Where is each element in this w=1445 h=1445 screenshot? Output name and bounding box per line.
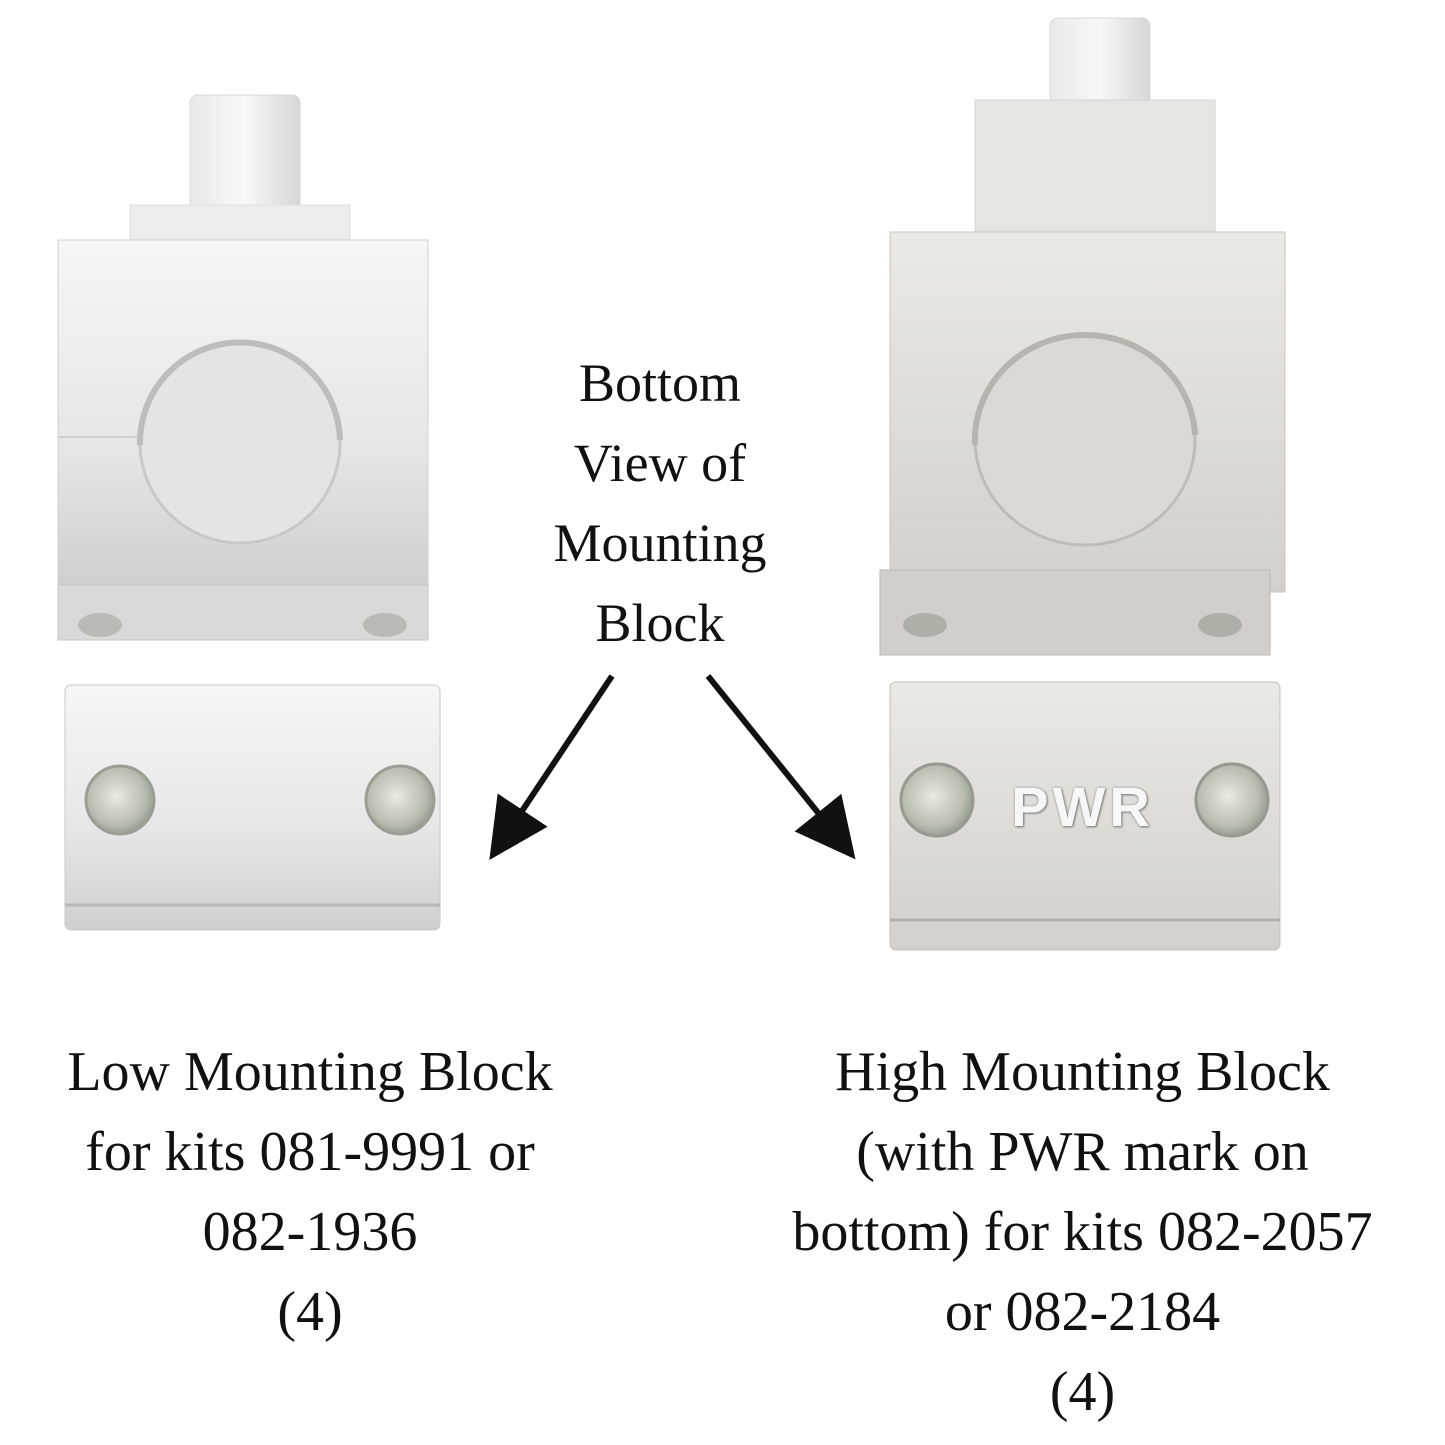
high-block-bottom-plate xyxy=(889,681,1281,951)
high-block-collar xyxy=(974,99,1216,241)
bottom-view-label-line: View of xyxy=(573,433,747,493)
low-block-caption: Low Mounting Block for kits 081-9991 or … xyxy=(0,1032,620,1352)
bottom-view-label-line: Mounting xyxy=(553,513,767,573)
low-block-bottom-plate xyxy=(64,684,441,931)
high-block-caption-line: (with PWR mark on xyxy=(856,1121,1309,1183)
high-block-base xyxy=(879,569,1271,656)
bottom-view-label-line: Block xyxy=(595,593,725,653)
low-block-top xyxy=(57,94,429,641)
low-block-caption-line: 082-1936 xyxy=(202,1201,418,1263)
screw-icon xyxy=(84,764,156,836)
high-block-top xyxy=(879,17,1286,656)
low-block-caption-line: (4) xyxy=(277,1281,343,1343)
screw-icon xyxy=(899,762,975,838)
pwr-engraving: PWR xyxy=(1011,775,1154,838)
bottom-view-label: Bottom View of Mounting Block xyxy=(490,343,830,663)
low-block-bottom-view xyxy=(64,684,441,931)
high-block-caption-line: High Mounting Block xyxy=(835,1041,1330,1103)
screw-icon xyxy=(1194,762,1270,838)
high-block-caption: High Mounting Block (with PWR mark on bo… xyxy=(720,1032,1445,1432)
screw-icon xyxy=(364,764,436,836)
low-block-caption-line: Low Mounting Block xyxy=(67,1041,553,1103)
high-block-caption-line: or 082-2184 xyxy=(944,1281,1221,1343)
arrow-to-high-block xyxy=(705,674,856,860)
bottom-view-label-line: Bottom xyxy=(578,353,742,413)
arrow-to-low-block xyxy=(489,674,615,860)
high-block-caption-line: bottom) for kits 082-2057 xyxy=(792,1201,1373,1263)
high-block-bottom-view xyxy=(889,681,1281,951)
low-block-caption-line: for kits 081-9991 or xyxy=(85,1121,535,1183)
high-block-caption-line: (4) xyxy=(1049,1361,1116,1423)
